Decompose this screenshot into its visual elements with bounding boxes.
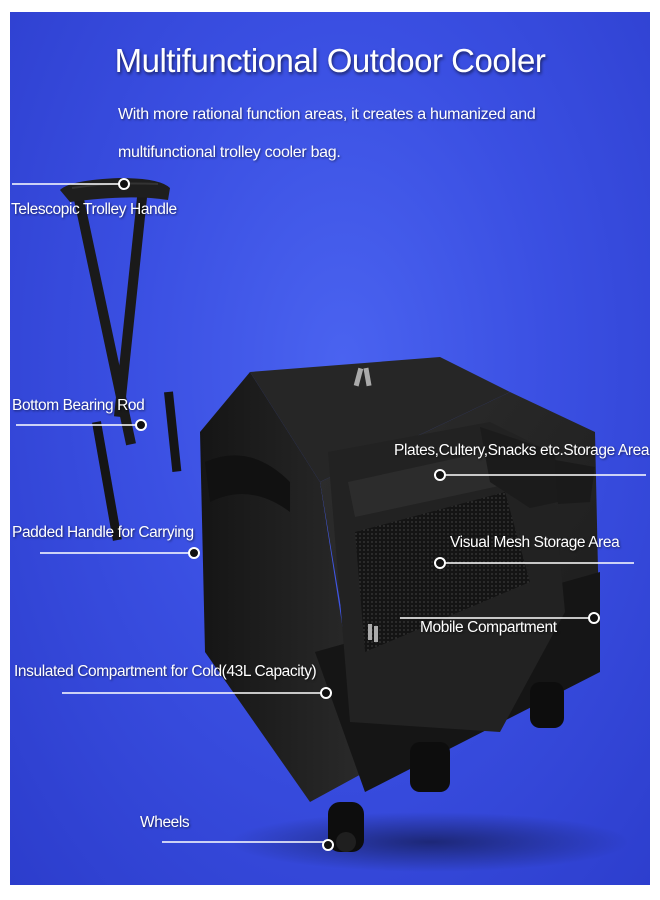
label-padded-handle: Padded Handle for Carrying bbox=[12, 524, 194, 541]
mesh-pocket bbox=[355, 492, 530, 652]
label-mobile-compartment: Mobile Compartment bbox=[420, 619, 557, 636]
subtitle-line-1: With more rational function areas, it cr… bbox=[118, 106, 536, 123]
carry-strap bbox=[205, 455, 290, 512]
label-insulated-compartment: Insulated Compartment for Cold(43L Capac… bbox=[14, 663, 317, 680]
callout-markers bbox=[118, 178, 600, 851]
label-mesh-storage-area: Visual Mesh Storage Area bbox=[450, 534, 620, 551]
label-bottom-bearing-rod: Bottom Bearing Rod bbox=[12, 397, 145, 414]
product-image-frame: Multifunctional Outdoor Cooler With more… bbox=[10, 12, 650, 885]
wheels bbox=[328, 682, 564, 852]
cooler-bag-illustration bbox=[12, 178, 646, 872]
front-pocket bbox=[328, 422, 595, 732]
telescopic-handle bbox=[60, 178, 182, 541]
page-subtitle: With more rational function areas, it cr… bbox=[118, 96, 618, 172]
page-title: Multifunctional Outdoor Cooler bbox=[114, 42, 546, 79]
bag-top bbox=[250, 357, 510, 482]
label-storage-area: Plates,Cultery,Snacks etc.Storage Area bbox=[394, 442, 650, 459]
zipper-pulls bbox=[353, 367, 378, 642]
subtitle-line-2: multifunctional trolley cooler bag. bbox=[118, 144, 341, 161]
callout-lines bbox=[12, 183, 646, 843]
label-wheels: Wheels bbox=[140, 814, 190, 831]
label-telescopic-trolley-handle: Telescopic Trolley Handle bbox=[11, 201, 177, 218]
